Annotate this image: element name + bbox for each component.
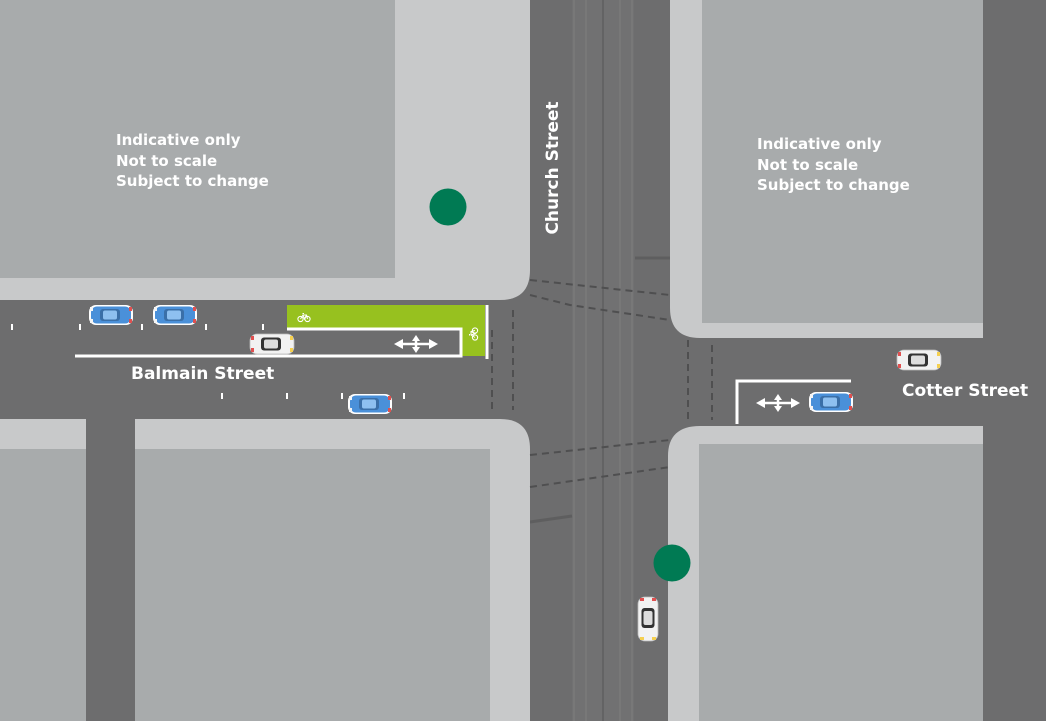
street-label-church: Church Street <box>543 101 563 235</box>
block-top-right <box>670 0 983 338</box>
disclaimer-line: Indicative only <box>757 135 882 153</box>
block-bottom-left <box>0 419 530 721</box>
disclaimer-line: Not to scale <box>757 155 859 174</box>
cotter-lane-markings <box>735 379 851 424</box>
street-label-cotter: Cotter Street <box>902 381 1029 401</box>
block-top-left <box>0 0 530 300</box>
balmain-lane-markings <box>11 305 489 399</box>
disclaimer-line: Subject to change <box>757 176 910 194</box>
block-bottom-right <box>668 426 983 721</box>
intersection-lane-lines <box>491 279 713 488</box>
disclaimer-left: Indicative only Not to scale Subject to … <box>116 130 269 192</box>
disclaimer-line: Not to scale <box>116 151 218 170</box>
church-street-centre-lines <box>529 0 670 721</box>
disclaimer-right: Indicative only Not to scale Subject to … <box>757 134 910 196</box>
street-label-balmain: Balmain Street <box>131 364 275 384</box>
stop-marker-south[interactable] <box>653 544 691 582</box>
balmain-bike-lane <box>287 305 485 356</box>
disclaimer-line: Indicative only <box>116 131 241 149</box>
disclaimer-line: Subject to change <box>116 172 269 190</box>
stop-marker-north[interactable] <box>429 188 467 226</box>
